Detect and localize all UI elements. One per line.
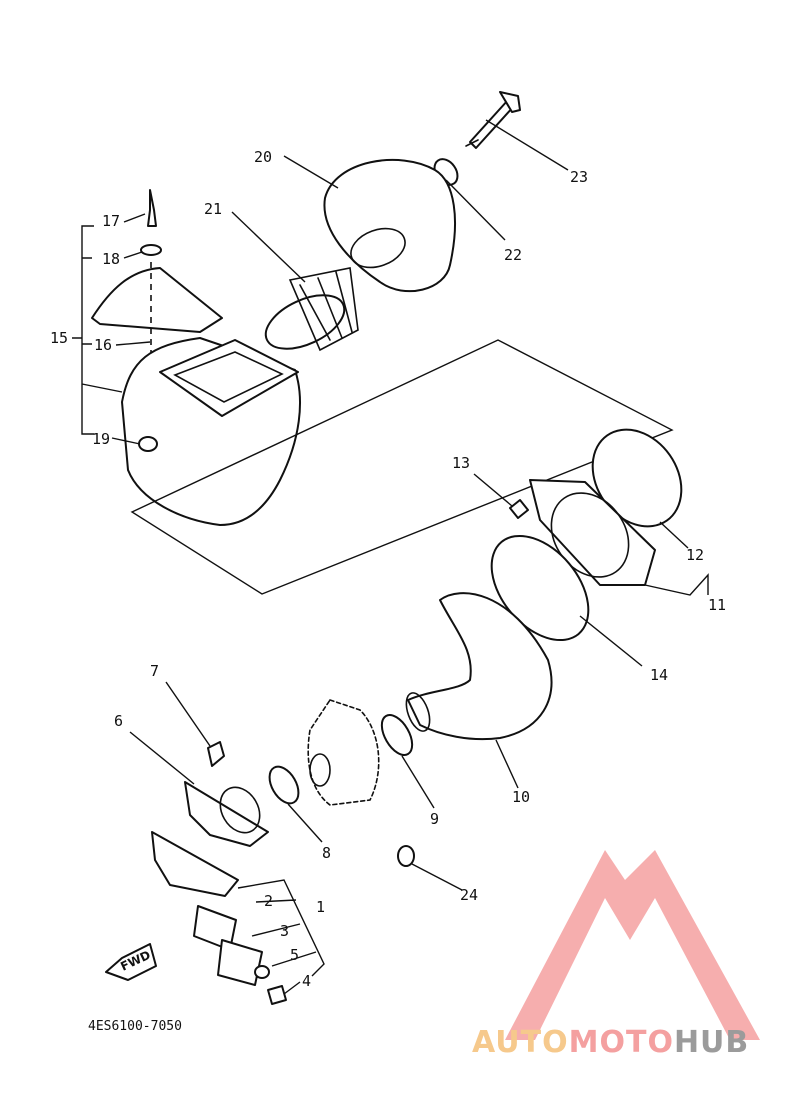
leader-19 [111,437,141,445]
leader-21 [231,211,306,283]
watermark-triangle-logo [505,850,760,1040]
callout-20: 20 [254,148,272,166]
callout-14: 14 [650,666,668,684]
callout-16: 16 [94,336,112,354]
filter-element-21 [264,267,359,352]
bolt-7 [207,741,225,767]
leader-12 [659,521,689,549]
leader-11 [644,573,709,596]
automotohub-watermark: AUTOMOTOHUB [472,850,760,1060]
reed-valve-1 [151,831,239,897]
leader-17 [123,213,146,223]
air-cleaner-cover-20 [323,159,456,292]
callout-10: 10 [512,788,530,806]
leader-8 [287,803,323,843]
callout-7: 7 [150,662,159,680]
screw-4 [267,985,287,1005]
carburetor-outline [307,699,380,806]
carburetor-bore [309,753,331,787]
part-code: 4ES6100-7050 [88,1019,182,1034]
clamp-8 [268,765,300,805]
callout-23: 23 [570,168,588,186]
callout-15: 15 [50,329,68,347]
bolt-23 [465,91,521,149]
callout-1: 1 [316,898,325,916]
callout-21: 21 [204,200,222,218]
callout-9: 9 [430,810,439,828]
air-box-15 [121,337,301,526]
callout-12: 12 [686,546,704,564]
leader-4 [283,981,301,995]
leader-10 [495,739,519,789]
grommet-19 [138,436,158,452]
callout-5: 5 [290,946,299,964]
leader-23 [485,119,569,171]
clamp-9 [380,714,414,756]
leader-14 [579,615,643,667]
callout-6: 6 [114,712,123,730]
leader-20 [283,155,339,189]
callout-2: 2 [264,892,273,910]
callout-19: 19 [92,430,110,448]
clip-24 [397,845,415,867]
bracket-15 [72,225,123,435]
callout-18: 18 [102,250,120,268]
screw-13 [509,499,529,519]
callout-3: 3 [280,922,289,940]
callout-24: 24 [460,886,478,904]
callout-8: 8 [322,844,331,862]
rivet-17 [147,189,157,227]
leader-24 [411,863,463,891]
plate-16 [91,267,223,333]
leader-6 [129,731,195,785]
watermark-moto: MOTO [569,1025,674,1060]
fwd-arrow-icon [105,943,157,981]
callout-13: 13 [452,454,470,472]
washer-5 [254,965,270,979]
assembly-bracket-line [130,339,674,595]
stopper-3 [217,939,263,986]
leader-16 [115,341,151,346]
watermark-hub: HUB [674,1025,749,1060]
callout-11: 11 [708,596,726,614]
watermark-auto: AUTO [472,1025,569,1060]
svg-text:AUTOMOTOHUB: AUTOMOTOHUB [472,1025,749,1060]
leader-13 [473,473,513,507]
manifold-6 [184,781,269,847]
callout-17: 17 [102,212,120,230]
intake-duct-10 [405,592,553,741]
watermark-triangle-inner [560,955,650,1040]
washer-18 [140,244,162,256]
leader-18 [123,251,143,259]
leader-22 [445,179,506,241]
leader-9 [401,755,435,809]
bracket-1 [237,879,325,977]
callout-22: 22 [504,246,522,264]
callout-4: 4 [302,972,311,990]
leader-7 [165,681,211,747]
